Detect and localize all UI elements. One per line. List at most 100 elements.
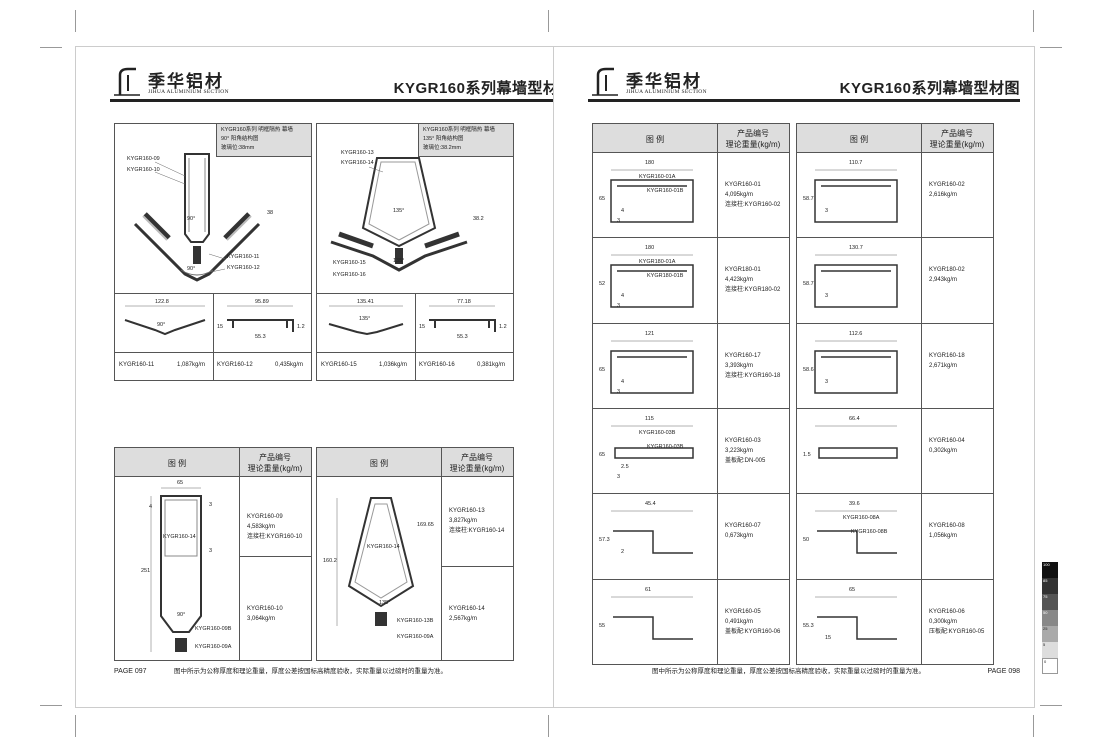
part-label: KYGR160-09A [397, 634, 434, 640]
product-code: KYGR160-03 [725, 437, 761, 444]
dimension-text: 3 [617, 388, 621, 395]
profile-section-drawing [814, 169, 898, 223]
header-rule [588, 99, 1020, 102]
profile-09-drawing [150, 487, 202, 652]
product-extra: 连接柱:KYGR180-02 [725, 287, 781, 294]
dimension-text: 4 [621, 293, 625, 300]
page-header: 季华铝材 JIHUA ALUMINIUM SECTION KYGR160系列幕墙… [568, 67, 1020, 107]
column-header-legend: 图 例 [645, 135, 665, 144]
dimension-text: 58.7 [803, 196, 814, 202]
color-swatch: 100 [1042, 562, 1058, 578]
brand-logo-icon [592, 67, 618, 96]
profile-section-drawing [611, 510, 693, 554]
product-weight: 2,616kg/m [929, 192, 958, 198]
product-weight: 3,223kg/m [725, 447, 754, 454]
angle-dimension: 135° [379, 600, 391, 606]
product-weight: 0,302kg/m [929, 447, 958, 454]
color-swatch: 50 [1042, 610, 1058, 626]
dimension-text: 38 [267, 210, 274, 216]
product-extra: 盖板配:KYGR160-06 [725, 628, 781, 635]
dimension-text: 95.89 [255, 299, 269, 305]
part-label: KYGR160-03B [647, 443, 684, 450]
product-code: KYGR160-16 [419, 362, 455, 368]
product-code: KYGR160-02 [929, 182, 965, 188]
dimension-text: 112.6 [849, 330, 863, 337]
crop-mark [40, 705, 62, 706]
profile-table-13: 图 例 产品编号 理论重量(kg/m) 169.65 160.2 135° KY… [316, 447, 514, 661]
dimension-text: 77.18 [457, 299, 471, 305]
part-label: KYGR160-14 [163, 534, 196, 540]
dimension-text: 169.65 [417, 522, 434, 528]
dimension-text: 115 [645, 415, 654, 422]
page-title: KYGR160系列幕墙型材图 [839, 80, 1020, 97]
product-extra: 连接柱:KYGR160-18 [725, 372, 781, 379]
profile-section-drawing [610, 255, 694, 309]
dimension-text: 121 [645, 330, 655, 337]
dimension-text: 1.2 [297, 324, 305, 330]
column-header-code: 产品编号 [461, 453, 493, 462]
dimension-text: 65 [599, 366, 606, 373]
column-header-code: 产品编号 [941, 129, 973, 138]
product-code: KYGR160-01 [725, 182, 761, 188]
dimension-text: 50 [803, 537, 810, 544]
part-label: KYGR160-01A [639, 174, 676, 180]
dimension-text: 3 [825, 378, 829, 385]
product-code: KYGR160-08 [929, 523, 965, 530]
profile-section-drawing [610, 340, 694, 394]
profile-section-drawing [611, 596, 693, 640]
table-header [317, 448, 513, 477]
corner-90-section-drawing [133, 153, 261, 282]
product-code: KYGR160-05 [725, 608, 761, 615]
color-swatch: 75 [1042, 594, 1058, 610]
dimension-text: 39.6 [849, 501, 860, 508]
color-swatch: 25 [1042, 626, 1058, 642]
crop-mark [75, 10, 76, 32]
product-weight: 0,381kg/m [477, 362, 506, 368]
header-rule [110, 99, 574, 102]
dimension-text: 55.3 [457, 334, 468, 340]
part-label: KYGR160-01B [647, 188, 684, 194]
dimension-text: 65 [177, 480, 184, 486]
product-weight: 0,435kg/m [275, 362, 304, 368]
profile-16-drawing [429, 305, 496, 332]
crop-mark [1033, 10, 1034, 32]
profile-11-drawing [124, 305, 206, 336]
brand-name: 季华铝材 [148, 72, 224, 91]
profile-section-drawing [815, 425, 898, 459]
crop-mark [1033, 715, 1034, 737]
dimension-text: 4 [149, 504, 153, 510]
dimension-text: 58.7 [803, 281, 814, 288]
dimension-text: 52 [599, 281, 606, 288]
angle-dimension: 135° [393, 258, 405, 264]
part-label: KYGR160-16 [333, 272, 366, 278]
page-footnote: 图中所示为公称厚度和理论重量，厚度公差按国标高精度验收，实际重量以过磅时的重量为… [652, 668, 925, 675]
dimension-text: 180 [645, 245, 655, 252]
part-label: KYGR160-09B [195, 626, 232, 632]
product-weight: 2,943kg/m [929, 277, 958, 284]
column-header-weight: 理论重量(kg/m) [725, 140, 781, 149]
dimension-text: 65 [849, 586, 856, 593]
part-label: KYGR160-08A [843, 515, 880, 522]
angle-dimension: 135° [393, 208, 405, 214]
product-code: KYGR160-06 [929, 608, 965, 615]
dimension-text: 2.5 [621, 463, 629, 470]
dimension-text: 61 [645, 586, 652, 593]
profile-section-drawing [815, 596, 897, 640]
angle-dimension: 90° [177, 612, 186, 618]
dimension-text: 4 [621, 208, 625, 214]
dimension-text: 160.2 [323, 558, 337, 564]
brand-logo-icon [114, 67, 140, 96]
product-extra: 连接柱:KYGR160-02 [725, 202, 781, 208]
part-label: KYGR160-08B [851, 529, 888, 536]
